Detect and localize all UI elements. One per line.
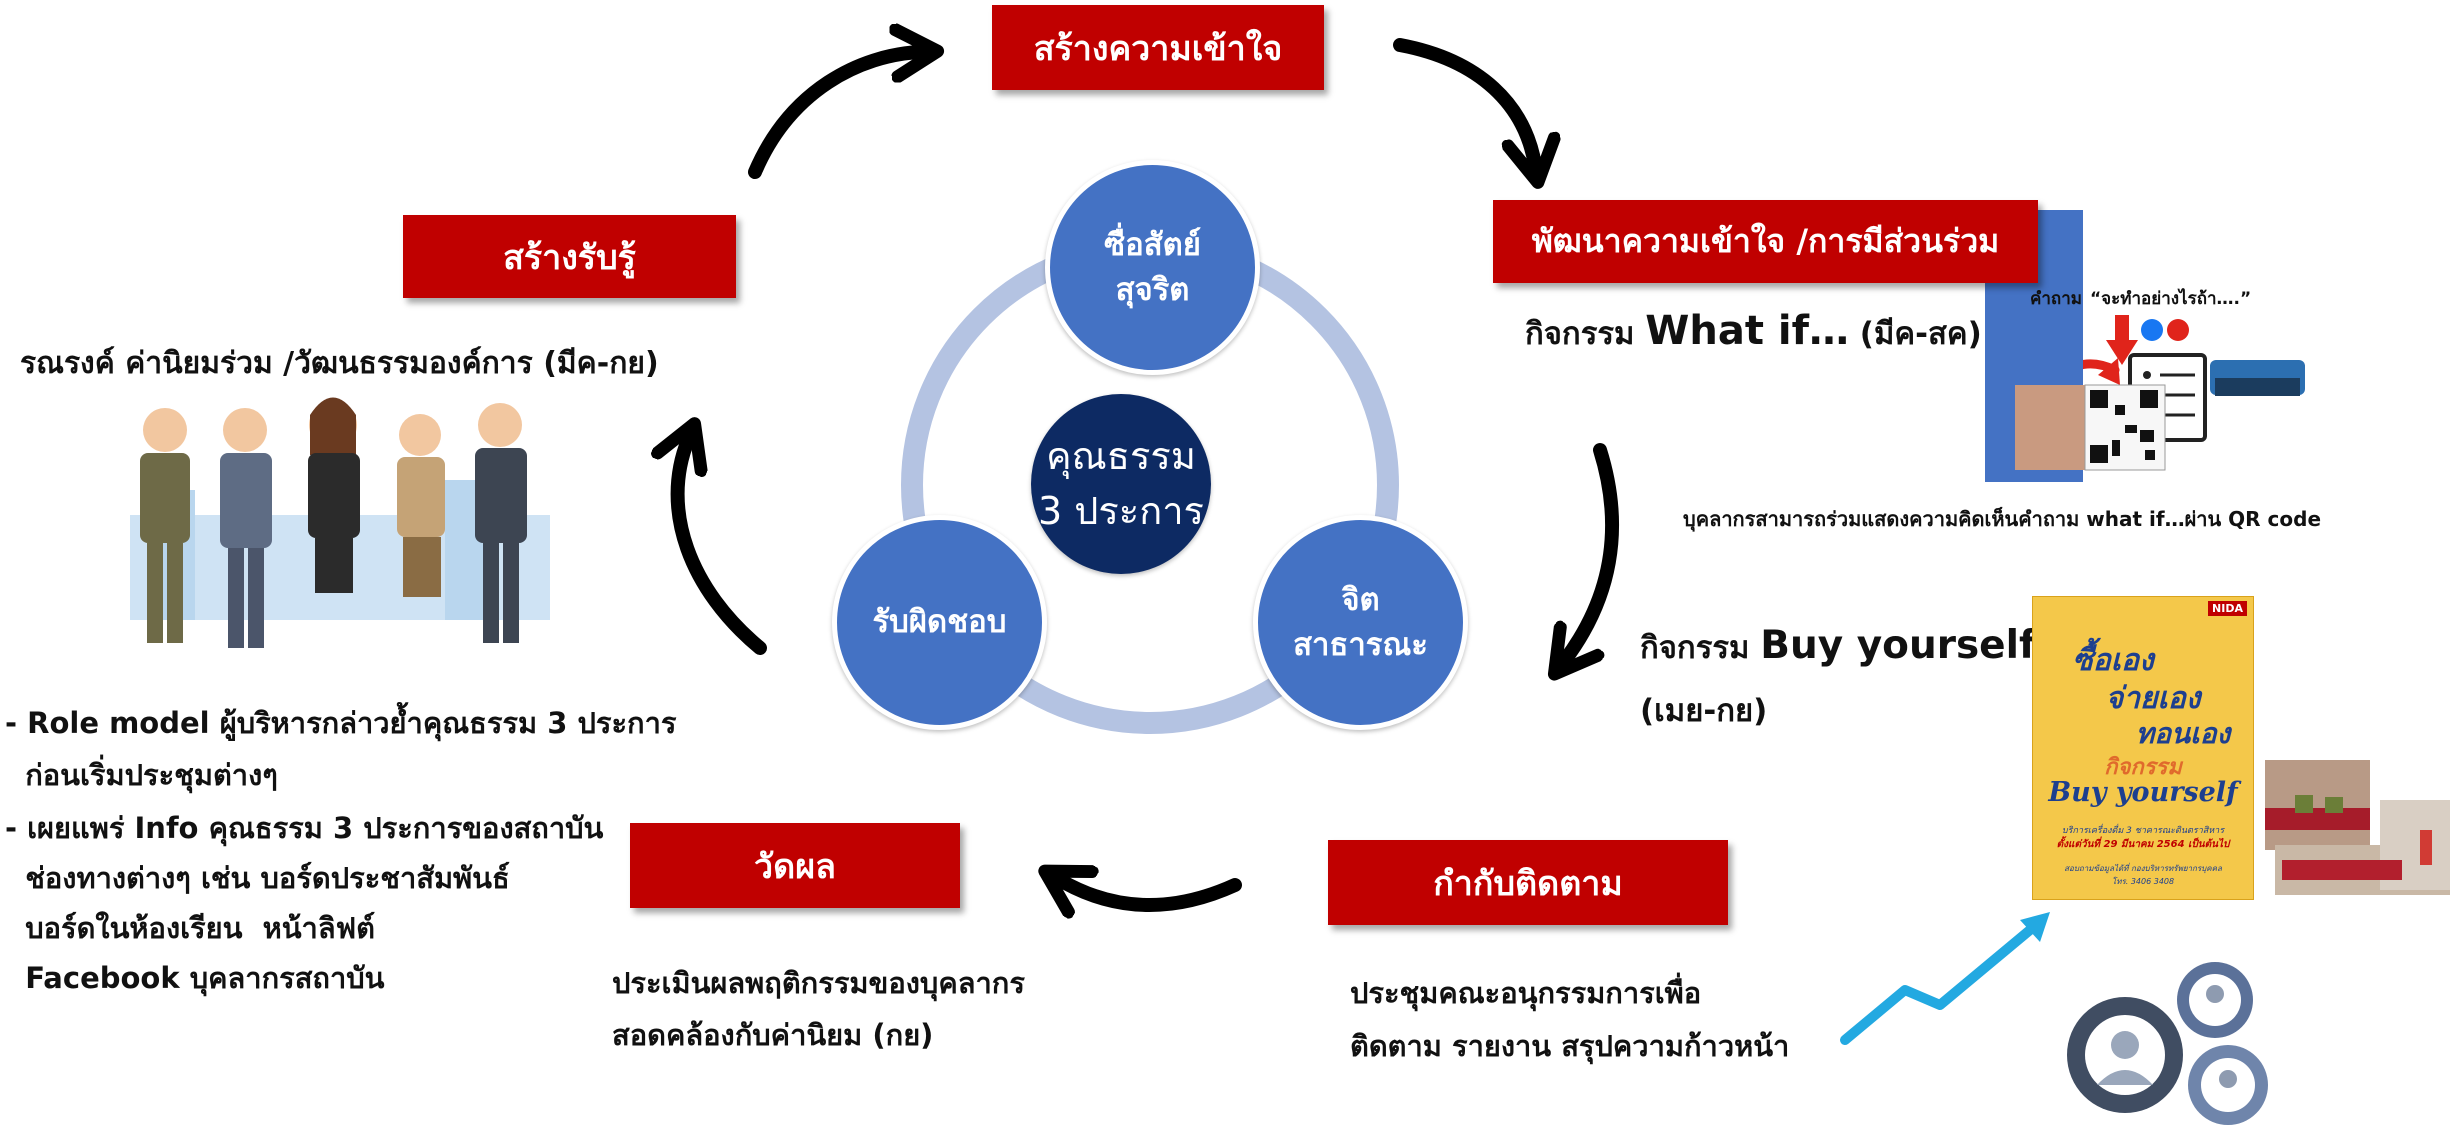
step-develop-participation-label: พัฒนาความเข้าใจ /การมีส่วนร่วม [1531,222,2000,260]
poster-line7: ตั้งแต่วันที่ 29 มีนาคม 2564 เป็นต้นไป [2056,839,2230,850]
value-public-mind-circle: จิต สาธารณะ [1253,515,1468,730]
core-line2: 3 ประการ [1038,489,1204,533]
growth-arrow-line [1840,925,2035,1045]
poster-brand: NIDA [2208,601,2247,616]
arrow-top-right [1393,38,1535,165]
activity-photos [2265,760,2450,895]
left-bullet-2b: ช่องทางต่างๆ เช่น บอร์ดประชาสัมพันธ์ [5,861,510,895]
person-5 [475,403,527,643]
buy-activity: กิจกรรม Buy yourself [1640,622,2036,672]
left-bullet-1b: ก่อนเริ่มประชุมต่างๆ [5,758,278,792]
qr-quote-label: “จะทำอย่างไรถ้า….” [2090,289,2252,309]
monitoring-desc-1: ประชุมคณะอนุกรรมการเพื่อ [1350,976,1702,1010]
buy-period: (เมย-กย) [1640,693,1768,729]
person-3 [308,397,360,593]
core-line1: คุณธรรม [1046,433,1196,478]
left-bullet-2c: บอร์ดในห้องเรียน หน้าลิฟต์ [5,911,375,945]
step-create-understanding: สร้างความเข้าใจ [992,5,1324,90]
step-evaluation: วัดผล [630,823,960,908]
left-bullet-2d: Facebook บุคลากรสถาบัน [5,961,385,995]
value-honesty-line1: ซื่อสัตย์ [1104,226,1201,263]
left-bullet-1: - Role model ผู้บริหารกล่าวย้ำคุณธรรม 3 … [5,706,677,740]
poster-line5: Buy yourself [2048,777,2238,808]
poster-line9: โทร. 3406 3408 [2111,877,2175,886]
step-develop-participation: พัฒนาความเข้าใจ /การมีส่วนร่วม [1493,200,2038,283]
poster-line4: กิจกรรม [2104,755,2182,780]
arrow-right-down [1565,443,1620,660]
value-honesty-circle: ซื่อสัตย์ สุจริต [1045,160,1260,375]
value-public-mind-line2: สาธารณะ [1293,626,1428,663]
person-1 [140,408,190,643]
staff-illustration [115,395,565,660]
poster-line1: ซื้อเอง [2072,643,2154,678]
core-values-circle: คุณธรรม 3 ประการ [1031,394,1211,574]
gears-icon [2067,962,2268,1125]
poster-line6: บริการเครื่องดื่ม 3 ชาคารณะดินตราสิหาร [2061,826,2225,836]
step-create-understanding-label: สร้างความเข้าใจ [1033,28,1283,69]
campaign-text: รณรงค์ ค่านิยมร่วม /วัฒนธรรมองค์การ (มีค… [20,346,659,381]
buy-prefix: กิจกรรม [1640,630,1750,666]
buy-name: Buy yourself [1760,623,2036,668]
poster-line2: จ่ายเอง [2105,681,2201,716]
value-honesty-line2: สุจริต [1115,271,1190,308]
poster-line8: สอบถามข้อมูลได้ที่ กองบริหารทรัพยากรบุคค… [2064,864,2222,873]
arrow-left-up [678,440,767,655]
value-responsibility-circle: รับผิดชอบ [832,515,1047,730]
step-monitoring-label: กำกับติดตาม [1433,863,1623,904]
value-public-mind-line1: จิต [1341,581,1380,618]
left-bullet-2: - เผยแพร่ Info คุณธรรม 3 ประการของสถาบัน [5,811,604,845]
whatif-prefix: กิจกรรม [1525,316,1635,352]
buy-yourself-poster: NIDA ซื้อเอง จ่ายเอง ทอนเอง กิจกรรม Buy … [2032,596,2254,900]
evaluation-desc-2: สอดคล้องกับค่านิยม (กย) [612,1018,934,1052]
whatif-activity: กิจกรรม What if… (มีค-สค) [1525,308,1982,358]
qr-caption: บุคลากรสามารถร่วมแสดงความคิดเห็นคำถาม wh… [1683,507,2322,531]
step-create-awareness: สร้างรับรู้ [403,215,736,298]
poster-line3: ทอนเอง [2135,717,2231,750]
growth-arrow-head [2020,912,2050,942]
evaluation-desc-1: ประเมินผลพฤติกรรมของบุคลากร [612,966,1025,1000]
arrow-to-top [748,52,920,179]
qr-question-label: คำถาม [2030,289,2082,309]
value-responsibility-label: รับผิดชอบ [872,604,1007,641]
monitoring-desc-2: ติดตาม รายงาน สรุปความก้าวหน้า [1350,1029,1790,1063]
arrow-bottom-left [1060,880,1242,905]
person-4 [397,414,445,597]
step-evaluation-label: วัดผล [754,846,836,887]
whatif-period: (มีค-สค) [1859,316,1982,352]
step-monitoring: กำกับติดตาม [1328,840,1728,925]
whatif-name: What if… [1645,308,1849,354]
person-2 [220,408,272,648]
step-create-awareness-label: สร้างรับรู้ [503,237,636,278]
